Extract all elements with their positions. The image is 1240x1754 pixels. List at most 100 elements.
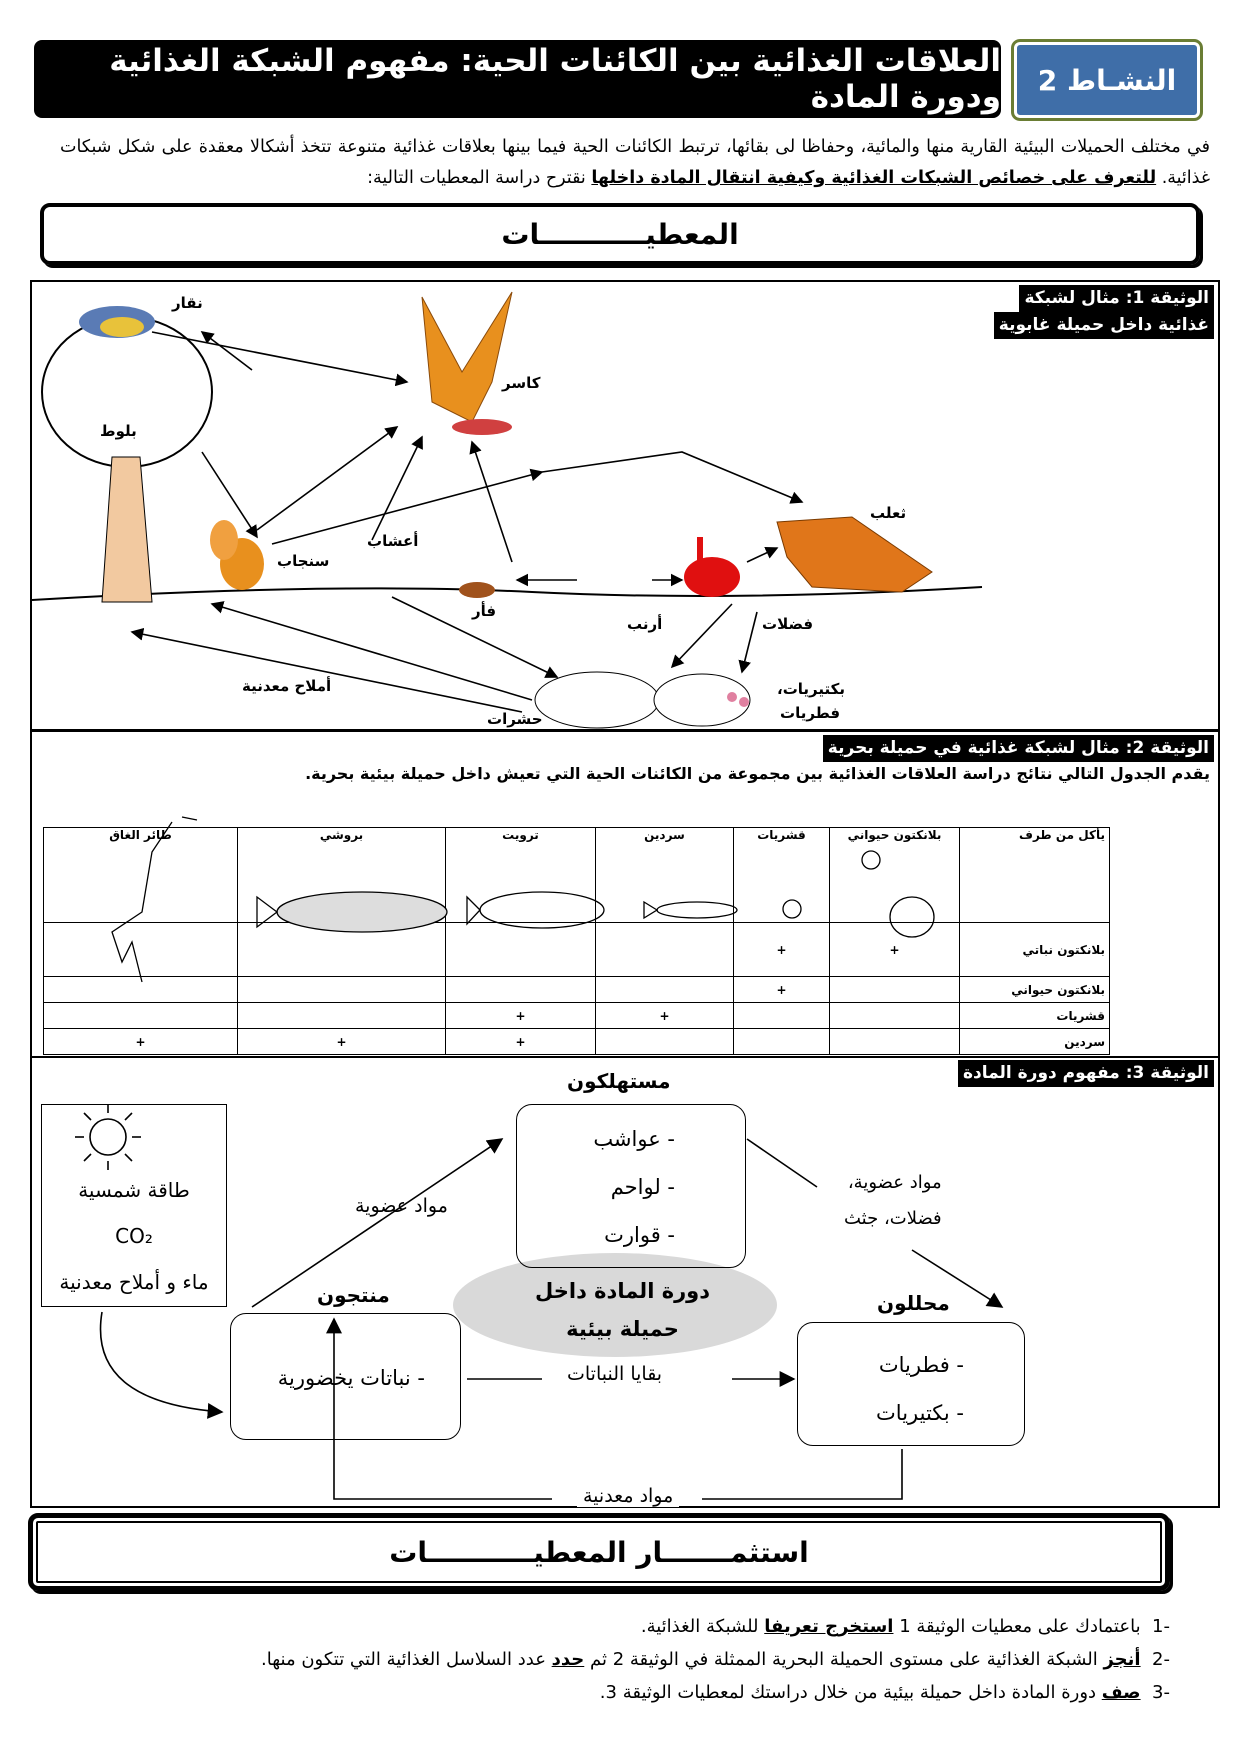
solar-energy-label: طاقة شمسية [78, 1178, 190, 1202]
sun-icon [75, 1104, 141, 1170]
cell [43, 1002, 238, 1029]
hawk-icon [421, 291, 513, 435]
intro-text: في مختلف الحميلات البيئية القارية منها و… [60, 137, 1210, 188]
question-verb: صف [1101, 1682, 1141, 1703]
col-header: ترويت [445, 827, 596, 923]
cell [237, 976, 446, 1003]
omnivores: - قوارت [604, 1223, 675, 1247]
label-hawk: كاسر [502, 374, 541, 392]
question-verb: أنجز [1103, 1649, 1141, 1670]
matter-cycle-arrows [75, 1104, 1004, 1500]
question-number: -2 [1152, 1649, 1170, 1670]
table-header-row: يأكل من طرف بلانكتون حيواني قشريات سردين… [43, 827, 1110, 923]
question-text: باعتمادك على معطيات الوثيقة 1 [893, 1616, 1141, 1637]
cell: + [829, 922, 960, 977]
oak-tree-icon [41, 316, 213, 603]
producers-box: - نباتات يخضورية [230, 1313, 461, 1440]
plant-remains-label: بقايا النباتات [567, 1363, 663, 1385]
question-verb: استخرج تعريفا [764, 1616, 894, 1637]
document-1-forest-food-web: الوثيقة 1: مثال لشبكة غذائية داخل حميلة … [30, 280, 1220, 731]
cycle-center-label: دورة المادة داخل حميلة بيئية [535, 1272, 710, 1348]
row-header: بلانكتون حيواني [959, 976, 1110, 1003]
label-insects: حشرات [487, 710, 543, 728]
cell [43, 976, 238, 1003]
question-text: عدد السلاسل الغذائية التي تتكون منها. [261, 1649, 552, 1670]
center-line-2: حميلة بيئية [566, 1317, 679, 1341]
table-row: سردين+++ [43, 1028, 1110, 1055]
cell [237, 1002, 446, 1029]
label-droppings: فضلات [762, 615, 814, 633]
questions-list: -1 باعتمادك على معطيات الوثيقة 1 استخرج … [170, 1610, 1170, 1709]
decomposers-title: محللون [877, 1291, 950, 1315]
label-oak: بلوط [100, 422, 137, 440]
page-title: العلاقات الغذائية بين الكائنات الحية: مف… [34, 40, 1001, 118]
rabbit-icon [684, 537, 740, 597]
intro-paragraph: في مختلف الحميلات البيئية القارية منها و… [60, 132, 1210, 194]
cell [445, 976, 596, 1003]
cell: + [445, 1028, 596, 1055]
corner-header: يأكل من طرف [959, 827, 1110, 923]
table-row: بلانكتون نباتي++ [43, 922, 1110, 977]
cell [733, 1002, 830, 1029]
cell [829, 1002, 960, 1029]
row-header: سردين [959, 1028, 1110, 1055]
label-woodpecker: نقار [172, 294, 203, 312]
cell [595, 976, 734, 1003]
doc2-description: يقدم الجدول التالي نتائج دراسة العلاقات … [305, 764, 1210, 783]
center-line-1: دورة المادة داخل [535, 1279, 711, 1303]
carnivores: - لواحم [610, 1175, 675, 1199]
consumers-box: - عواشب - لواحم - قوارت [516, 1104, 746, 1268]
cell: + [445, 1002, 596, 1029]
cell [829, 976, 960, 1003]
waste-label: مواد عضوية، فضلات، جثث [844, 1165, 942, 1237]
food-web-illustration [32, 291, 983, 729]
bird-icon [79, 306, 155, 338]
label-fox: ثعلب [870, 504, 907, 522]
mineral-matter-label: مواد معدنية [577, 1485, 680, 1507]
question-3: -3 صف دورة المادة داخل حميلة بيئية من خل… [170, 1676, 1170, 1709]
cell [43, 922, 238, 977]
cell [237, 922, 446, 977]
question-text: للشبكة الغذائية. [640, 1616, 765, 1637]
water-salts-label: ماء و أملاح معدنية [59, 1270, 209, 1294]
cell: + [595, 1002, 734, 1029]
question-number: -1 [1152, 1616, 1170, 1637]
exploitation-section-title: استثمـــــــار المعطيـــــــــــات [28, 1513, 1170, 1591]
co2-label: CO₂ [115, 1224, 153, 1248]
label-mineral-salts: أملاح معدنية [242, 677, 332, 695]
bacteria: - بكتيريات [876, 1401, 964, 1425]
decomposers-icon [534, 671, 751, 729]
col-header: بروشي [237, 827, 446, 923]
feeding-relations-table: يأكل من طرف بلانكتون حيواني قشريات سردين… [43, 827, 1110, 1055]
food-web-arrows [130, 331, 804, 713]
label-grass: أعشاب [367, 532, 419, 550]
label-rabbit: أرنب [627, 615, 663, 633]
doc3-title: الوثيقة 3: مفهوم دورة المادة [957, 1060, 1214, 1087]
producers-title: منتجون [317, 1283, 390, 1307]
col-header: بلانكتون حيواني [829, 827, 960, 923]
question-1: -1 باعتمادك على معطيات الوثيقة 1 استخرج … [170, 1610, 1170, 1643]
cell [595, 922, 734, 977]
doc1-subtitle: غذائية داخل حميلة غابوية [993, 312, 1214, 339]
consumers-title: مستهلكون [567, 1069, 671, 1093]
cell: + [733, 976, 830, 1003]
doc1-title: الوثيقة 1: مثال لشبكة [1019, 285, 1214, 312]
waste-line-2: فضلات، جثث [844, 1208, 942, 1229]
cell [445, 922, 596, 977]
activity-badge: النشـاط 2 [1011, 39, 1203, 121]
row-header: قشريات [959, 1002, 1110, 1029]
doc2-title: الوثيقة 2: مثال لشبكة غذائية في حميلة بح… [822, 735, 1214, 762]
col-header: سردين [595, 827, 734, 923]
intro-emphasis: للتعرف على خصائص الشبكات الغذائية وكيفية… [591, 168, 1157, 188]
cycle-center-ellipse [453, 1253, 777, 1357]
cell [595, 1028, 734, 1055]
col-header: قشريات [733, 827, 830, 923]
mouse-icon [459, 582, 495, 598]
cell: + [733, 922, 830, 977]
document-3-matter-cycle: الوثيقة 3: مفهوم دورة المادة طاقة شمسية … [30, 1057, 1220, 1508]
question-verb: حدد [551, 1649, 585, 1670]
fox-icon [776, 516, 933, 593]
col-header: طائر الغاق [43, 827, 238, 923]
decomposers-box: - فطريات - بكتيريات [797, 1322, 1025, 1446]
waste-line-1: مواد عضوية، [847, 1172, 942, 1193]
